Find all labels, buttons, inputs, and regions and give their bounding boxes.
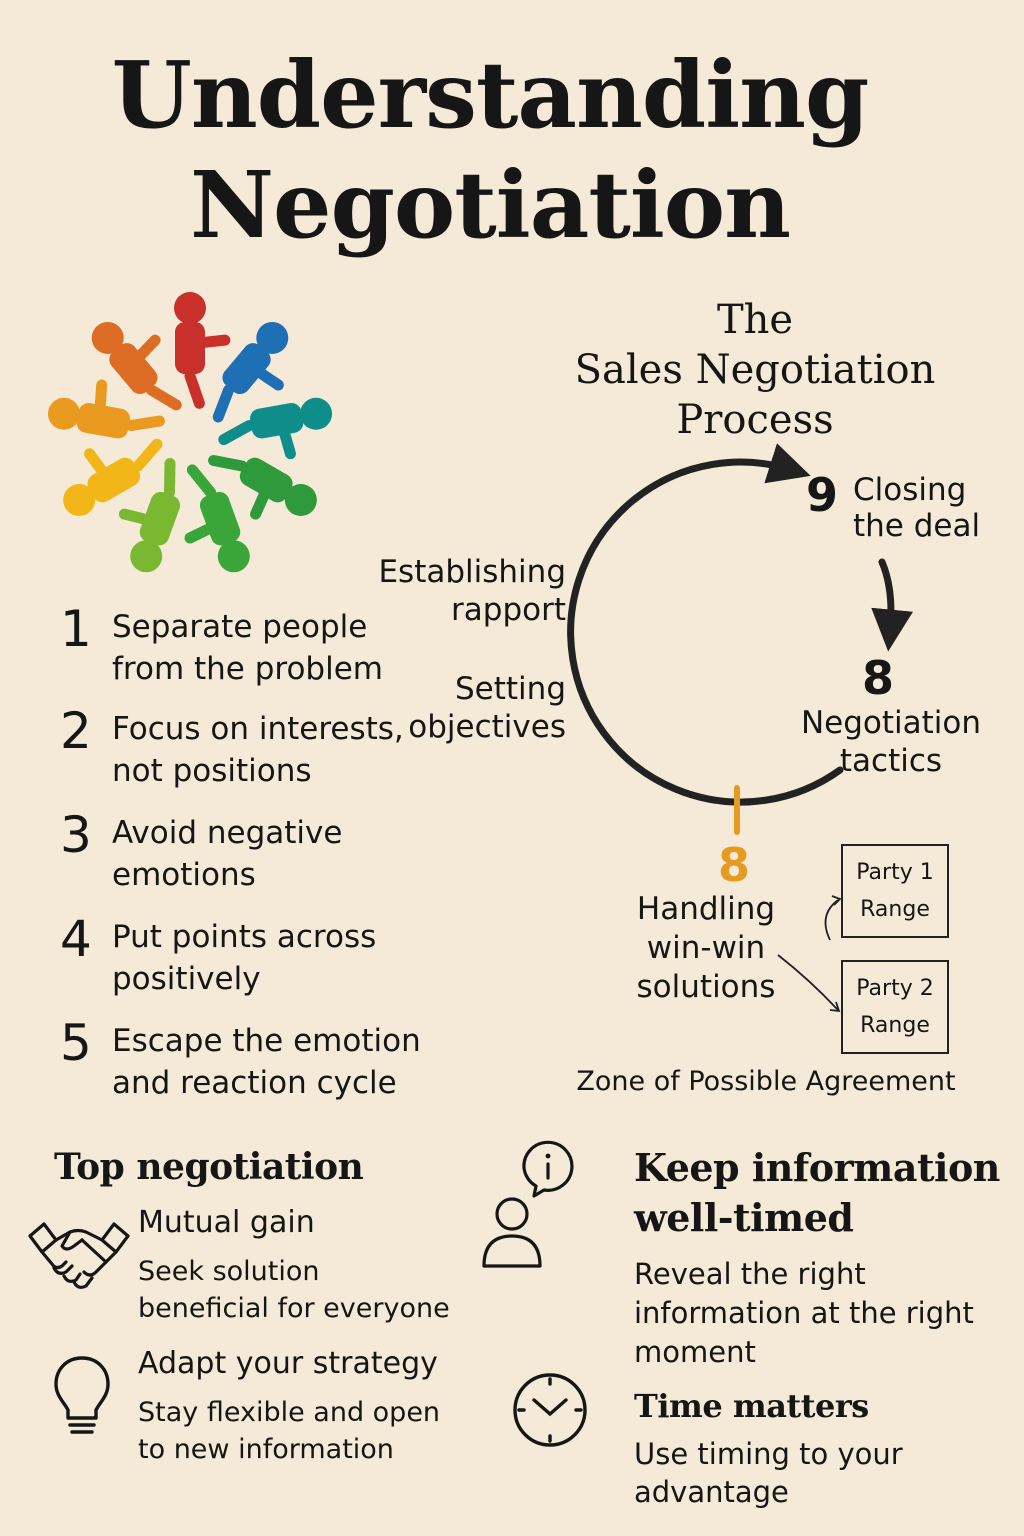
step-rapport-label-line-1: Establishing bbox=[378, 554, 566, 590]
process-cycle-diagram bbox=[567, 443, 914, 835]
time-matters-text-line-1: Use timing to your bbox=[634, 1437, 903, 1471]
principle-number: 5 bbox=[60, 1014, 92, 1072]
process-title-line-2: Sales Negotiation bbox=[574, 347, 936, 393]
principle-number: 4 bbox=[60, 910, 92, 968]
keep-info-heading-line-1: Keep information bbox=[634, 1145, 1000, 1190]
person-figure bbox=[208, 454, 317, 520]
tip-adapt-strategy-text-line-1: Stay flexible and open bbox=[138, 1397, 441, 1428]
main-title: Understanding Negotiation bbox=[0, 40, 980, 260]
step-closing-label: Closing the deal bbox=[853, 472, 980, 544]
time-matters-text-line-2: advantage bbox=[634, 1475, 789, 1509]
person-figure bbox=[212, 321, 289, 423]
step-win-win-label-line-1: Handling bbox=[636, 891, 776, 927]
step-tactics-label: Negotiation tactics bbox=[796, 704, 986, 780]
keep-info-text-line-1: Reveal the right bbox=[634, 1257, 866, 1291]
person-figure bbox=[91, 321, 182, 411]
people-circle-icon bbox=[47, 292, 333, 573]
principle-text: Focus on interests, not positions bbox=[112, 711, 404, 789]
zopa-arrows bbox=[777, 895, 842, 1013]
person-figure bbox=[118, 457, 181, 573]
person-figure bbox=[174, 292, 231, 409]
title-line-2: Negotiation bbox=[189, 151, 791, 259]
step-tactics-label-line-1: Negotiation bbox=[800, 705, 982, 741]
party-1-line-2: Range bbox=[860, 897, 930, 922]
person-info-icon bbox=[482, 1140, 574, 1268]
step-tactics-label-line-2: tactics bbox=[839, 743, 943, 779]
tip-adapt-strategy-text: Stay flexible and open to new informatio… bbox=[138, 1394, 440, 1468]
tip-mutual-gain-title: Mutual gain bbox=[138, 1205, 315, 1240]
step-win-win-label-line-2: win-win bbox=[646, 930, 766, 966]
step-closing-label-line-1: Closing bbox=[853, 472, 967, 508]
party-2-line-1: Party 2 bbox=[856, 976, 934, 1001]
principle-number: 3 bbox=[60, 806, 92, 864]
party-1-range-box: Party 1 Range bbox=[841, 844, 949, 938]
person-figure bbox=[63, 438, 163, 516]
party-2-line-2: Range bbox=[860, 1013, 930, 1038]
tip-mutual-gain-text-line-1: Seek solution bbox=[138, 1256, 320, 1287]
keep-info-text-line-3: moment bbox=[634, 1335, 756, 1369]
principle-number: 1 bbox=[60, 600, 92, 658]
principle-text: Put points across positively bbox=[112, 919, 377, 997]
time-matters-text: Use timing to your advantage bbox=[634, 1435, 974, 1511]
step-tactics-number: 8 bbox=[862, 651, 895, 705]
process-title-line-1: The bbox=[716, 297, 794, 343]
zopa-label: Zone of Possible Agreement bbox=[576, 1066, 956, 1097]
title-line-1: Understanding bbox=[111, 41, 870, 149]
time-matters-heading: Time matters bbox=[634, 1387, 869, 1425]
step-objectives-label: Setting objectives bbox=[360, 670, 566, 746]
step-objectives-label-line-2: objectives bbox=[408, 709, 566, 745]
party-1-line-1: Party 1 bbox=[856, 860, 934, 885]
tip-adapt-strategy-text-line-2: to new information bbox=[138, 1434, 394, 1465]
process-title: The Sales Negotiation Process bbox=[540, 295, 970, 445]
person-figure bbox=[184, 464, 250, 573]
lightbulb-icon bbox=[54, 1356, 110, 1434]
handshake-icon bbox=[28, 1222, 130, 1289]
principle-text: Separate people from the problem bbox=[112, 609, 383, 687]
step-objectives-label-line-1: Setting bbox=[455, 671, 566, 707]
party-2-range-box: Party 2 Range bbox=[841, 960, 949, 1054]
person-figure bbox=[218, 397, 333, 460]
step-win-win-label-line-3: solutions bbox=[636, 969, 776, 1005]
clock-icon bbox=[513, 1373, 587, 1447]
person-figure bbox=[47, 379, 165, 439]
step-closing-label-line-2: the deal bbox=[853, 508, 981, 544]
keep-info-text-line-2: information at the right bbox=[634, 1296, 974, 1330]
step-rapport-label: Establishing rapport bbox=[360, 553, 566, 629]
step-win-win-number: 8 bbox=[718, 838, 751, 892]
keep-info-heading: Keep information well-timed bbox=[634, 1143, 1014, 1243]
process-title-line-3: Process bbox=[676, 397, 834, 443]
tip-mutual-gain-text: Seek solution beneficial for everyone bbox=[138, 1253, 450, 1327]
principle-text: Avoid negative emotions bbox=[112, 815, 343, 893]
tip-mutual-gain-text-line-2: beneficial for everyone bbox=[138, 1293, 450, 1324]
step-rapport-label-line-2: rapport bbox=[451, 592, 566, 628]
keep-info-heading-line-2: well-timed bbox=[634, 1195, 854, 1240]
principle-text: Escape the emotion and reaction cycle bbox=[112, 1023, 421, 1101]
principle-number: 2 bbox=[60, 702, 92, 760]
top-negotiation-heading: Top negotiation bbox=[54, 1146, 364, 1188]
closing-to-tactics-arrow bbox=[871, 558, 914, 652]
step-closing-number: 9 bbox=[806, 468, 839, 522]
tip-adapt-strategy-title: Adapt your strategy bbox=[138, 1346, 438, 1381]
step-win-win-label: Handling win-win solutions bbox=[610, 890, 802, 1007]
keep-info-text: Reveal the right information at the righ… bbox=[634, 1255, 1014, 1372]
